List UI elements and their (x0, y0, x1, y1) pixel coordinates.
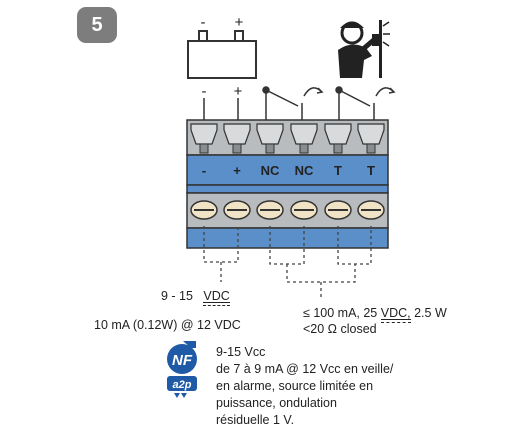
relay-rating-suffix: 2.5 W (414, 306, 447, 320)
terminal-clamp (256, 123, 284, 154)
wiring-dashed-lines (203, 226, 372, 300)
terminal-screw (357, 200, 385, 220)
svg-text:a2p: a2p (173, 379, 192, 391)
relay-rating-unit: VDC, (380, 306, 411, 323)
nf-spec-line: puissance, ondulation (216, 396, 337, 410)
terminal-block (186, 119, 389, 249)
terminal-clamp (324, 123, 352, 154)
relay-closed-text: <20 Ω closed (303, 322, 377, 336)
terminal-label: NC (295, 163, 314, 178)
consumption-text: 10 mA (0.12W) @ 12 VDC (94, 318, 241, 332)
battery-plus-label: + (235, 14, 244, 31)
terminal-screw (324, 200, 352, 220)
terminal-clamp (290, 123, 318, 154)
terminal-screw (290, 200, 318, 220)
step-number-badge: 5 (77, 7, 117, 43)
voltage-range-value: 9 - 15 (161, 289, 193, 303)
nf-spec-line: résiduelle 1 V. (216, 413, 295, 427)
terminal-label: NC (261, 163, 280, 178)
terminal-clamp (357, 123, 385, 154)
nf-a2p-logo: NF a2p (167, 341, 197, 398)
terminal-label: T (334, 163, 342, 178)
terminal-label: - (202, 163, 206, 178)
nf-spec-block: 9-15 Vcc de 7 à 9 mA @ 12 Vcc en veille/… (216, 344, 393, 429)
terminal-clamp (223, 123, 251, 154)
terminal-minus-sign: - (202, 83, 207, 100)
terminal-plus-sign: + (234, 83, 243, 100)
nf-spec-line: 9-15 Vcc (216, 345, 266, 359)
battery-icon (187, 30, 257, 79)
voltage-range-text: 9 - 15 VDC (161, 289, 231, 306)
voltage-unit: VDC (203, 289, 231, 306)
nf-spec-line: de 7 à 9 mA @ 12 Vcc en veille/ (216, 362, 394, 376)
technician-tamper-icon (338, 20, 390, 78)
nc-switch-symbol (262, 86, 324, 122)
terminal-screw (256, 200, 284, 220)
relay-rating-prefix: ≤ 100 mA, 25 (303, 306, 378, 320)
terminal-label: + (233, 163, 241, 178)
battery-minus-label: - (201, 14, 206, 31)
relay-rating-text: ≤ 100 mA, 25 VDC, 2.5 W (303, 306, 447, 323)
tamper-switch-symbol (335, 86, 396, 122)
terminal-screw (223, 200, 251, 220)
terminal-clamp (190, 123, 218, 154)
terminal-screw (190, 200, 218, 220)
nf-spec-line: en alarme, source limitée en (216, 379, 374, 393)
svg-text:NF: NF (172, 352, 193, 369)
terminal-label: T (367, 163, 375, 178)
